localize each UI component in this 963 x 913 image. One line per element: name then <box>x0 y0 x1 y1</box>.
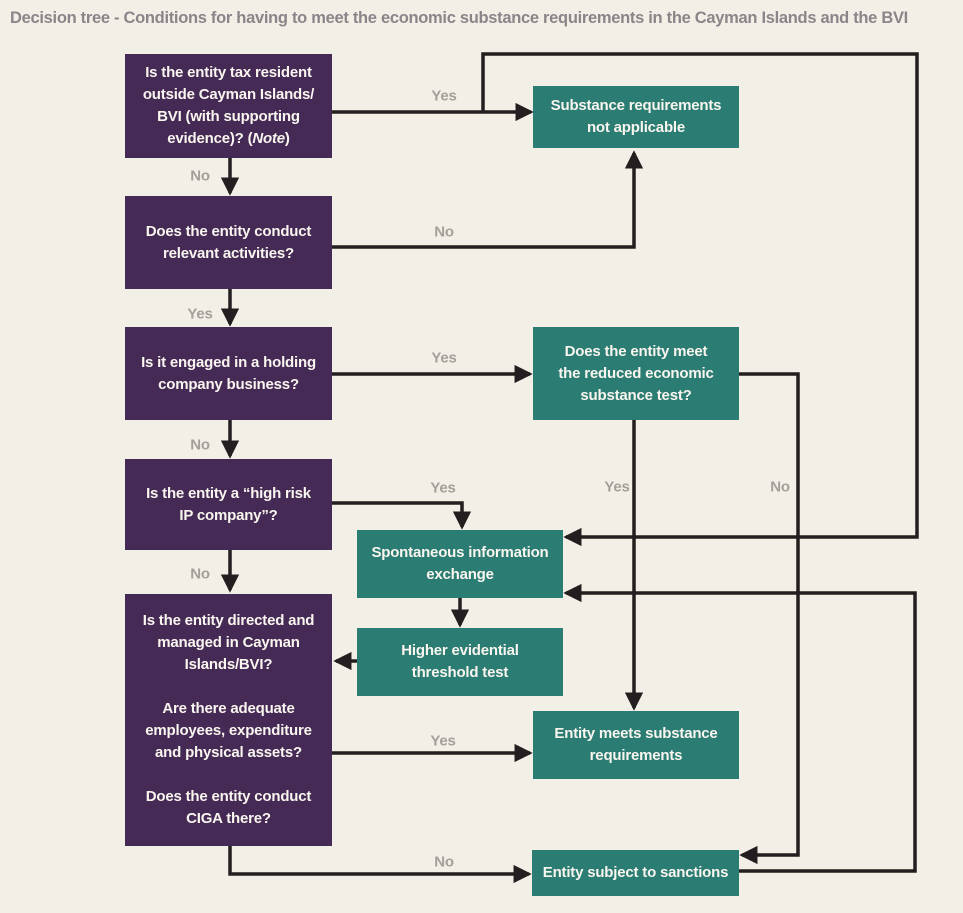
edge-label-t2-yes: Yes <box>604 478 630 496</box>
note-reference: Note <box>252 130 285 147</box>
diagram-title: Decision tree - Conditions for having to… <box>10 9 908 27</box>
outcome-sanctions-text: Entity subject to sanctions <box>542 864 729 881</box>
outcome-meets-requirements: Entity meets substance requirements <box>533 711 739 779</box>
edge-q5-no-to-sanctions <box>228 846 532 884</box>
edge-label-q5-no: No <box>434 853 454 871</box>
outcome-meets-requirements-text: Entity meets substance requirements <box>554 725 718 764</box>
outcome-reduced-test-text: Does the entity meet the reduced economi… <box>558 342 714 404</box>
outcome-spontaneous-exchange: Spontaneous information exchange <box>357 530 563 598</box>
outcome-not-applicable: Substance requirements not applicable <box>533 86 739 148</box>
edge-q2-no-to-not-applicable <box>332 150 644 249</box>
edge-q4-yes-to-spontaneous-exchange <box>332 501 472 530</box>
outcome-higher-threshold: Higher evidential threshold test <box>357 628 563 696</box>
edge-label-q5-yes: Yes <box>430 732 456 750</box>
outcome-spontaneous-exchange-text: Spontaneous information exchange <box>371 544 549 583</box>
outcome-higher-threshold-text: Higher evidential threshold test <box>401 642 519 681</box>
edge-label-q4-yes: Yes <box>430 479 456 497</box>
question-high-risk-ip: Is the entity a “high risk IP company”? <box>125 459 332 550</box>
edge-t2-no-to-sanctions <box>739 372 800 865</box>
outcome-reduced-test: Does the entity meet the reduced economi… <box>533 327 739 420</box>
question-tax-residency-text: Is the entity tax resident outside Cayma… <box>142 64 315 147</box>
question-high-risk-ip-text: Is the entity a “high risk IP company”? <box>146 484 311 524</box>
question-substance-tests: Is the entity directed and managed in Ca… <box>125 594 332 846</box>
edge-label-q1-no: No <box>190 167 210 185</box>
question-tax-residency: Is the entity tax resident outside Cayma… <box>125 54 332 158</box>
edge-label-q2-no: No <box>434 223 454 241</box>
edge-label-q2-yes: Yes <box>187 305 213 323</box>
question-substance-tests-text: Is the entity directed and managed in Ca… <box>142 612 315 827</box>
outcome-sanctions: Entity subject to sanctions <box>532 850 739 896</box>
edge-label-t2-no: No <box>770 478 790 496</box>
edge-label-q3-no: No <box>190 436 210 454</box>
question-relevant-activities-text: Does the entity conduct relevant activit… <box>145 222 312 262</box>
question-relevant-activities: Does the entity conduct relevant activit… <box>125 196 332 289</box>
edge-label-q1-yes: Yes <box>431 87 457 105</box>
outcome-not-applicable-text: Substance requirements not applicable <box>550 97 722 136</box>
edge-label-q4-no: No <box>190 565 210 583</box>
edge-label-q3-yes: Yes <box>431 349 457 367</box>
question-holding-company: Is it engaged in a holding company busin… <box>125 327 332 420</box>
question-holding-company-text: Is it engaged in a holding company busin… <box>141 353 316 393</box>
